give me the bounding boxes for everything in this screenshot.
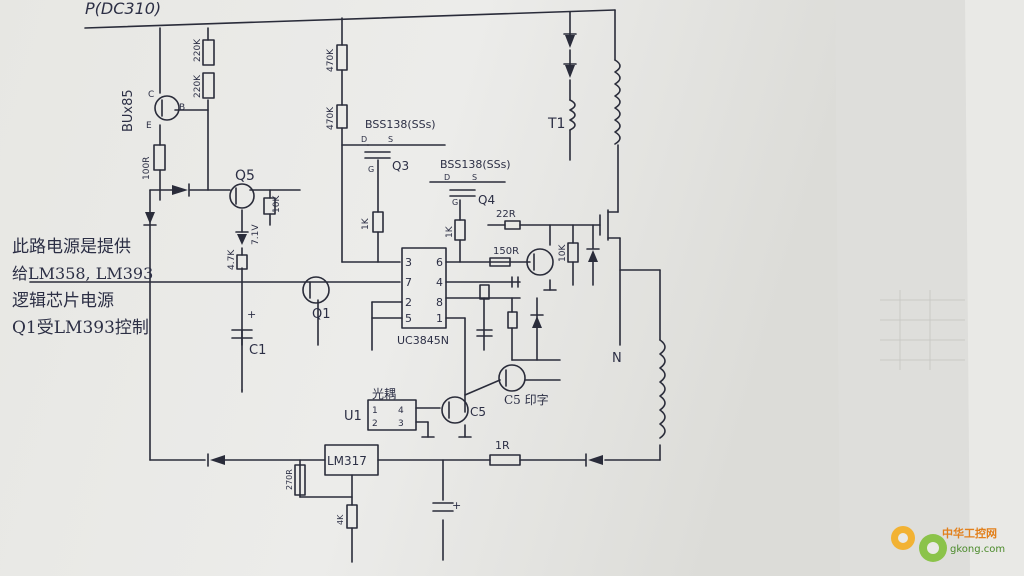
t1-label: T1 (547, 116, 565, 132)
c5-print-label: C5 印字 (504, 392, 549, 407)
ground-stubs (241, 289, 557, 438)
faint-table-lines (880, 290, 965, 370)
lm317-label: LM317 (327, 454, 367, 468)
note-line-4: Q1受LM393控制 (12, 318, 149, 338)
opto-title: 光耦 (372, 387, 396, 401)
ic-pin-3: 3 (405, 256, 412, 269)
c5-transistor (441, 396, 469, 424)
diode-symbols (143, 33, 603, 467)
ic-pin-1: 1 (436, 312, 443, 325)
side-sheet (965, 0, 1024, 576)
r22-label: 22R (496, 209, 516, 220)
capacitor-symbols (231, 276, 519, 512)
main-sheet (0, 0, 840, 576)
note-line-3: 逻辑芯片电源 (12, 291, 114, 311)
ic-name-label: UC3845N (397, 334, 449, 347)
r1k-a-label: 1K (361, 217, 371, 230)
uc3845n-ic (401, 247, 447, 329)
r10k-q5-label: 10K (272, 195, 282, 213)
opto-pin-2: 2 (372, 419, 378, 429)
q3-name: Q3 (392, 159, 409, 173)
wires (29, 9, 661, 563)
c5-print-transistor (498, 364, 526, 392)
resistor-symbols (153, 39, 579, 529)
ic-pin-5: 5 (405, 312, 412, 325)
opto-ref: U1 (344, 409, 362, 424)
ic-pin-4: 4 (436, 276, 443, 289)
r150-label: 150R (493, 246, 519, 257)
note-block: 此路电源是提供 给LM358, LM393 逻辑芯片电源 Q1受LM393控制 (12, 237, 153, 338)
r1r-label: 1R (495, 439, 510, 452)
q4-part-label: BSS138(SSs) (440, 158, 511, 171)
opto-pin-1: 1 (372, 406, 378, 416)
q4-name: Q4 (478, 193, 495, 207)
r470k-b-label: 470K (326, 106, 336, 130)
r220k-a-label: 220K (193, 38, 203, 62)
r47k-label: 4.7K (227, 249, 237, 270)
r470k-a-label: 470K (326, 48, 336, 72)
r220k-b-label: 220K (193, 74, 203, 98)
q1-transistor (302, 276, 330, 304)
transistor-symbols (154, 95, 554, 424)
q3-g-letter: G (368, 165, 374, 174)
ic-pin-8: 8 (436, 296, 443, 309)
q5-label: Q5 (235, 168, 255, 184)
bux85-e-letter: E (146, 121, 152, 131)
c1-label: C1 (249, 343, 266, 358)
note-line-2: 给LM358, LM393 (12, 264, 153, 283)
q5-transistor (229, 183, 255, 209)
bottom-cap-plus: + (452, 499, 461, 512)
bux85-b-letter: B (179, 103, 185, 113)
ic-pin-labels: 3 7 2 5 6 4 8 1 (405, 256, 443, 325)
lm317-body (324, 444, 379, 476)
bux85-transistor (154, 95, 180, 121)
bux85-label: BUx85 (121, 89, 136, 132)
note-line-1: 此路电源是提供 (12, 237, 131, 257)
zener-label: 7.1V (251, 224, 261, 245)
c5-label: C5 (470, 405, 486, 419)
r10k-b-label: 10K (558, 244, 568, 262)
q3-d-letter: D (361, 135, 367, 144)
ic-pin-2: 2 (405, 296, 412, 309)
q3-s-letter: S (388, 135, 393, 144)
supply-label: P(DC310) (85, 0, 161, 18)
opto-pin-3: 3 (398, 419, 404, 429)
watermark-cn: 中华工控网 (942, 526, 997, 540)
ic-pin-6: 6 (436, 256, 443, 269)
q3-part-label: BSS138(SSs) (365, 118, 436, 131)
winding-n-label: N (612, 351, 622, 366)
r270-label: 270R (285, 469, 294, 490)
watermark-url: gkong.com (950, 544, 1005, 555)
gate-driver-transistor (526, 248, 554, 276)
q4-d-letter: D (444, 173, 450, 182)
coil-symbols (569, 59, 666, 439)
r100-label: 100R (142, 157, 152, 180)
ic-pin-7: 7 (405, 276, 412, 289)
q4-g-letter: G (452, 198, 458, 207)
q1-label: Q1 (312, 307, 331, 322)
r1k-b-label: 1K (445, 225, 455, 238)
bux85-c-letter: C (148, 90, 154, 100)
q4-s-letter: S (472, 173, 477, 182)
watermark: 中华工控网 gkong.com (891, 526, 1005, 562)
r4k-label: 4K (336, 514, 345, 525)
optocoupler-body (367, 399, 417, 431)
opto-pin-4: 4 (398, 406, 404, 416)
under-sheet (835, 0, 970, 576)
c1-plus: + (247, 308, 256, 321)
